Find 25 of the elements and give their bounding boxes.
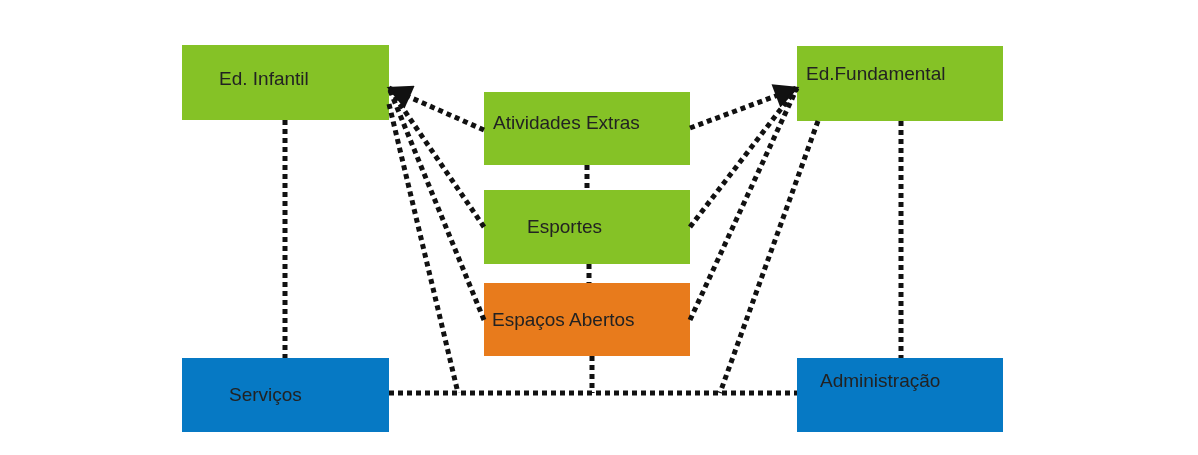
dotted-connector: [589, 356, 595, 393]
box-label: Esportes: [527, 216, 602, 238]
process-box: [182, 358, 389, 432]
process-box: [182, 45, 389, 120]
box-label: Espaços Abertos: [492, 308, 635, 331]
dotted-connector: [386, 85, 485, 133]
process-box: [484, 283, 690, 356]
box-label: Ed.Fundamental: [806, 62, 946, 85]
dotted-connector: [717, 120, 821, 394]
box-label: Serviços: [229, 384, 302, 406]
dotted-connector: [898, 121, 904, 358]
dotted-connector: [688, 86, 799, 229]
dotted-connector: [689, 84, 800, 131]
box-label: Administração: [820, 370, 941, 392]
process-box: [797, 358, 1003, 432]
dotted-connector: [586, 264, 592, 283]
dotted-connector: [584, 165, 590, 190]
dotted-connector: [687, 86, 800, 322]
process-box: [484, 190, 690, 264]
dotted-connector: [282, 120, 288, 358]
box-label: Ed. Infantil: [219, 67, 309, 90]
process-box: [797, 46, 1003, 121]
dotted-connector: [389, 390, 797, 396]
box-label: Atividades Extras: [493, 111, 640, 134]
process-box: [484, 92, 690, 165]
